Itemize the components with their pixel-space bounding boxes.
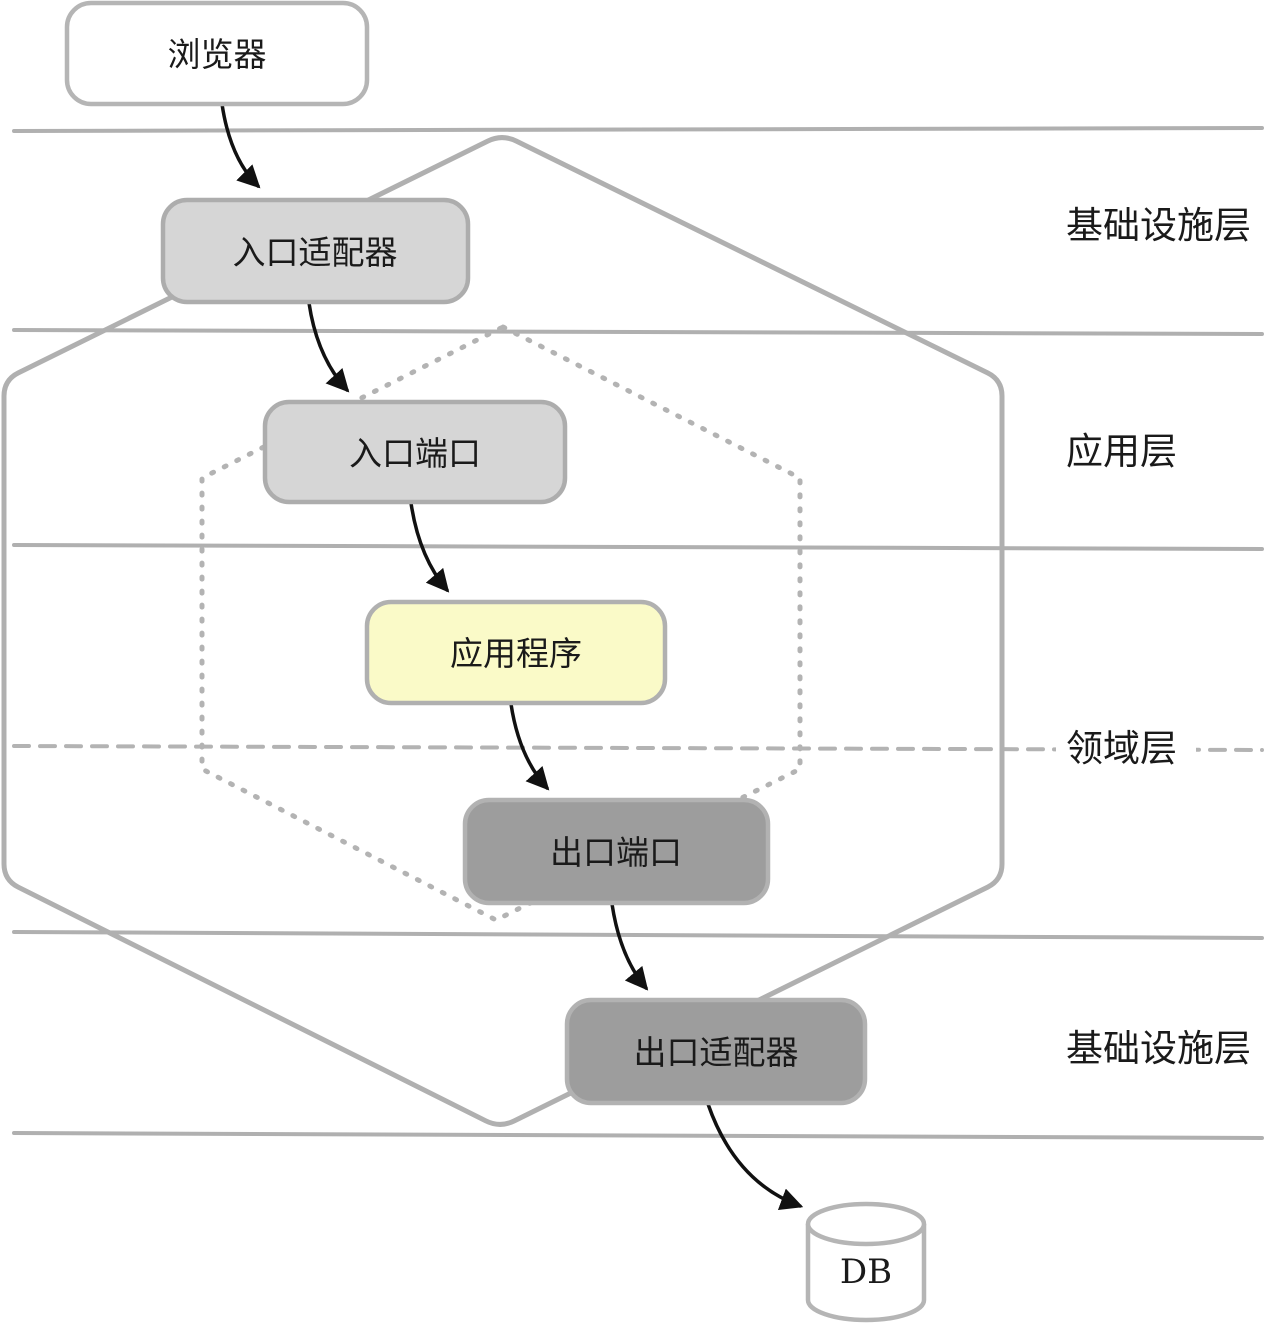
arrow-outbound-adapter-to-db <box>706 1102 804 1210</box>
outer-hexagon <box>1 135 1005 1127</box>
arrow-inbound-adapter-to-inbound-port <box>307 301 350 393</box>
inbound-port-box <box>262 399 568 505</box>
inbound-adapter-box <box>160 197 471 305</box>
layer-label-domain: 领域层 <box>1066 728 1177 769</box>
application-label: 应用程序 <box>450 635 582 672</box>
layer-separator-1 <box>12 126 1264 133</box>
node-browser: 浏览器 <box>64 0 370 107</box>
inbound-adapter-label: 入口适配器 <box>233 234 398 271</box>
arrow-outbound-port-to-outbound-adapter <box>610 902 649 991</box>
layer-label-infrastructure-bottom: 基础设施层 <box>1066 1028 1251 1069</box>
arrow-browser-to-inbound-adapter <box>220 102 261 189</box>
node-inbound-port: 入口端口 <box>262 399 568 505</box>
browser-label: 浏览器 <box>168 36 267 73</box>
layer-separator-3 <box>12 543 1264 551</box>
arrow-application-to-outbound-port <box>509 702 550 791</box>
db-cylinder-top <box>805 1201 927 1247</box>
node-db: DB <box>805 1201 927 1323</box>
layer-label-application: 应用层 <box>1066 431 1177 472</box>
layer-separator-2 <box>12 328 1264 336</box>
domain-label-background <box>1056 724 1196 772</box>
node-inbound-adapter: 入口适配器 <box>160 197 471 305</box>
node-outbound-adapter: 出口适配器 <box>564 997 868 1106</box>
inbound-port-label: 入口端口 <box>349 435 481 472</box>
inner-dotted-hexagon <box>199 324 803 923</box>
layer-separator-6 <box>12 1131 1264 1140</box>
layer-separator-domain-dashed <box>12 744 1264 752</box>
browser-box <box>64 0 370 107</box>
arrow-inbound-port-to-application <box>409 501 450 593</box>
node-outbound-port: 出口端口 <box>462 797 771 906</box>
outbound-port-box <box>462 797 771 906</box>
layer-separator-5 <box>12 930 1264 940</box>
db-label: DB <box>840 1252 892 1292</box>
node-application: 应用程序 <box>364 599 668 706</box>
layer-label-infrastructure-top: 基础设施层 <box>1066 205 1251 246</box>
outbound-adapter-box <box>564 997 868 1106</box>
outbound-port-label: 出口端口 <box>550 834 682 871</box>
application-box <box>364 599 668 706</box>
outbound-adapter-label: 出口适配器 <box>634 1034 799 1071</box>
db-cylinder-body <box>805 1224 927 1323</box>
